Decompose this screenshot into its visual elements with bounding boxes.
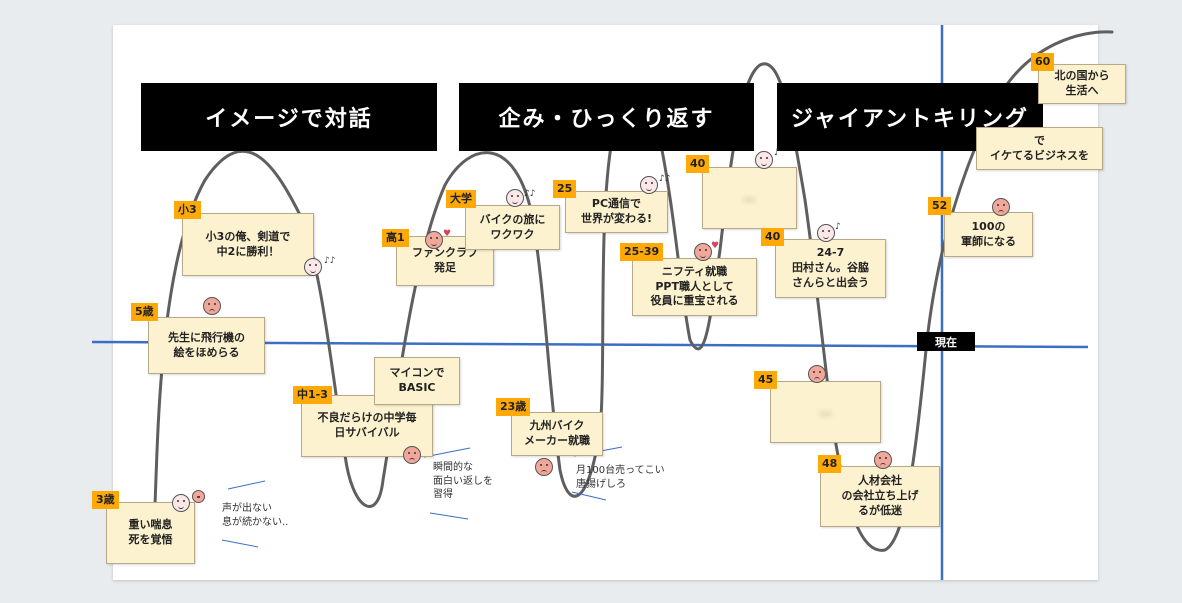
music-note-icon: ♪♪ [524,189,536,199]
age-tag: 45 [754,371,778,389]
worried-face-icon [535,458,553,476]
age-tag: 25 [553,180,577,198]
note-text: 24-7 田村さん。谷脇 さんらと出会う [792,246,869,289]
music-note-icon: ♪♪ [659,174,671,184]
laughing-face-icon [304,258,322,276]
note-text: 不良だらけの中学毎 日サバイバル [317,411,417,439]
note-text: 九州バイク メーカー就職 [524,419,590,447]
note-text: ニフティ就職 PPT職人として 役員に重宝される [650,264,739,308]
age-tag: 40 [686,155,710,173]
worried-face-icon [203,297,221,315]
age-tag: 中1-3 [293,386,332,404]
sticky-note-grade3[interactable]: 小3の俺、剣道で 中2に勝利！ [182,213,314,276]
sticky-note-age45-redacted[interactable]: ... [770,381,881,443]
banner-text: イメージで対話 [205,107,373,132]
now-label: 現在 [917,332,975,351]
music-note-icon: ♪ [774,148,780,158]
sticky-note-age5[interactable]: 先生に飛行機の 絵をほめらる [148,317,265,374]
happy-face-icon [425,231,443,249]
note-text: PC通信で 世界が変わる! [580,197,653,225]
note-text: ... [819,404,832,418]
smile-face-icon [817,224,835,242]
sticky-note-nifty[interactable]: ニフティ就職 PPT職人として 役員に重宝される [632,258,757,316]
music-note-icon: ♪♪ [324,256,336,266]
grin-face-icon [506,189,524,207]
sticky-note-business[interactable]: で イケてるビジネスを [976,127,1103,170]
banner-image-dialogue: イメージで対話 [141,83,437,151]
note-text: 北の国から 生活へ [1054,69,1110,97]
note-text: 先生に飛行機の 絵をほめらる [168,330,245,359]
annotation-voice: 声が出ない 息が続かない.. [222,503,289,528]
sticky-note-age25[interactable]: PC通信で 世界が変わる! [565,191,668,233]
age-tag: 高1 [382,229,409,247]
heart-icon: ♥ [443,229,452,239]
sticky-note-basic[interactable]: マイコンで BASIC [374,357,460,405]
note-text: ファンクラブ 発足 [412,246,478,274]
age-tag: 3歳 [92,491,119,509]
age-tag: 大学 [446,190,476,208]
sad-face-icon [192,490,205,503]
note-text: で イケてるビジネスを [990,133,1089,162]
age-tag: 40 [761,228,785,246]
age-tag: 25-39 [620,243,664,261]
banner-text: 企み・ひっくり返す [498,107,715,132]
age-tag: 23歳 [496,398,531,416]
note-text: ... [743,190,756,204]
age-tag: 小3 [174,201,201,219]
happy-face-icon [694,243,712,261]
worried-face-icon [403,446,421,464]
note-text: 人材会社 の会社立ち上げ るが低迷 [841,474,919,517]
neutral-face-icon [172,494,190,512]
note-text: 重い喘息 死を覚悟 [128,518,173,546]
age-tag: 52 [928,197,952,215]
annotation-comeback: 瞬間的な 面白い返しを 習得 [433,462,493,500]
heart-icon: ♥ [711,241,720,251]
note-text: 小3の俺、剣道で 中2に勝利！ [205,229,291,258]
annotation-sales-quota: 月100台売ってこい 唐揚げしろ [576,465,665,490]
sticky-note-age23[interactable]: 九州バイク メーカー就職 [511,412,603,456]
banner-scheme-flip: 企み・ひっくり返す [459,83,754,151]
sticky-note-age40-redacted[interactable]: ... [702,167,797,229]
smile-face-icon [755,151,773,169]
sticky-note-age52[interactable]: 100の 軍師になる [944,212,1033,257]
note-text: マイコンで BASIC [389,366,445,394]
age-tag: 48 [818,455,842,473]
note-text: 100の 軍師になる [961,219,1016,248]
sticky-note-age48[interactable]: 人材会社 の会社立ち上げ るが低迷 [820,466,940,527]
worried-face-icon [874,451,892,469]
note-text: バイクの旅に ワクワク [479,212,546,241]
music-note-icon: ♪ [835,222,841,232]
sticky-note-24-7[interactable]: 24-7 田村さん。谷脇 さんらと出会う [775,239,886,298]
worried-face-icon [808,365,826,383]
worried-face-icon [992,198,1010,216]
age-tag: 60 [1031,53,1055,71]
grin-face-icon [640,176,658,194]
sticky-note-university[interactable]: バイクの旅に ワクワク [465,205,560,250]
age-tag: 5歳 [131,303,158,321]
sticky-note-age3[interactable]: 重い喘息 死を覚悟 [106,502,195,564]
